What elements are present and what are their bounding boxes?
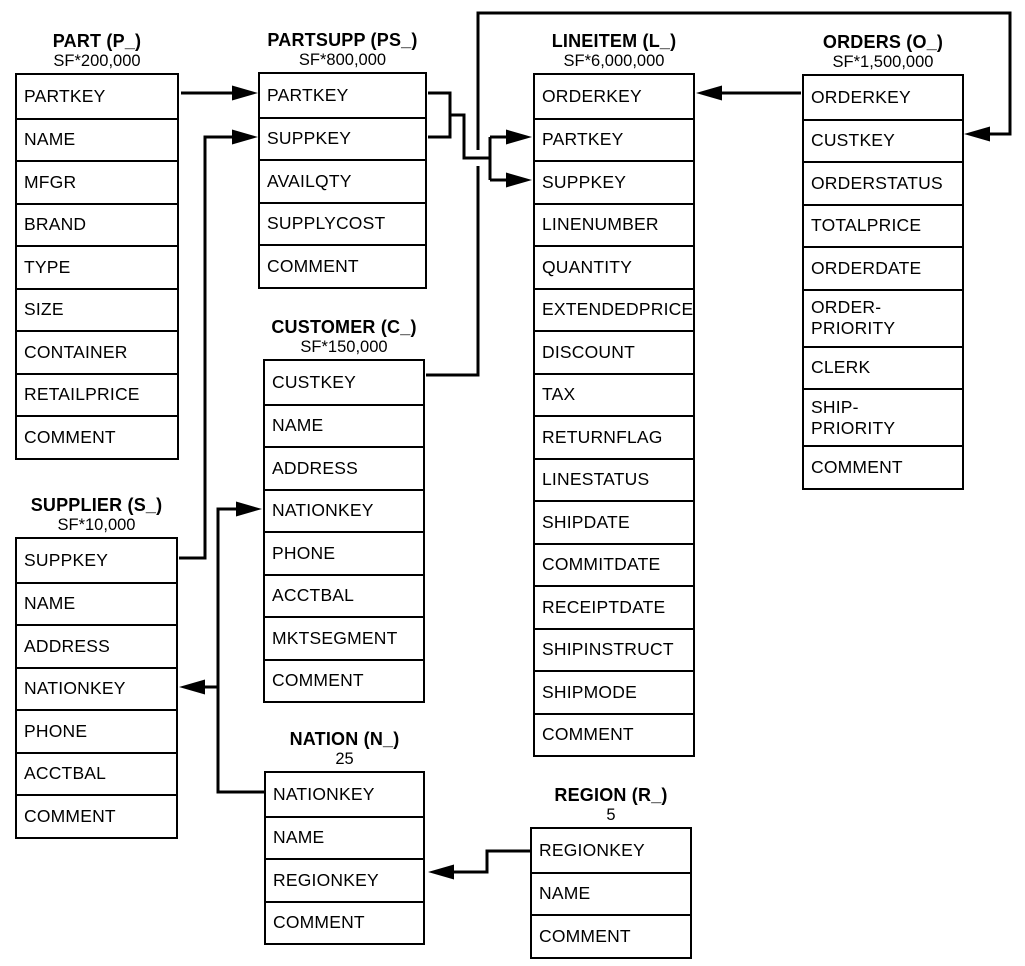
table-lineitem-name: LINEITEM (L_) [551,30,677,51]
field-lineitem-comment: COMMENT [535,712,693,755]
table-nation-cardinality: 25 [335,749,354,768]
field-part-container: CONTAINER [17,330,177,373]
table-region-cardinality: 5 [606,805,616,824]
field-orders-custkey: CUSTKEY [804,118,962,161]
field-lineitem-receiptdate: RECEIPTDATE [535,585,693,628]
field-lineitem-shipdate: SHIPDATE [535,500,693,543]
table-supplier-cardinality: SF*10,000 [57,515,136,534]
table-lineitem-cardinality: SF*6,000,000 [563,51,665,70]
field-part-name: NAME [17,117,177,160]
table-region-name: REGION (R_) [554,784,668,805]
field-orders-totalprice: TOTALPRICE [804,203,962,246]
field-lineitem-orderkey: ORDERKEY [535,75,693,118]
fk-nation-nationkey-to-customer-supplier-arrows [179,501,265,794]
fk-partsupp-to-lineitem-fork-arrows [428,91,532,188]
field-partsupp-suppkey: SUPPKEY [260,116,425,159]
field-customer-acctbal: ACCTBAL [265,573,423,616]
field-partsupp-comment: COMMENT [260,244,425,287]
field-orders-orderdate: ORDERDATE [804,246,962,289]
table-part-title: PART (P_) SF*200,000 [13,30,181,75]
field-customer-phone: PHONE [265,531,423,574]
field-lineitem-commitdate: COMMITDATE [535,542,693,585]
field-partsupp-availqty: AVAILQTY [260,159,425,202]
field-orders-orderkey: ORDERKEY [804,76,962,119]
table-customer-name: CUSTOMER (C_) [271,316,417,337]
field-customer-mktsegment: MKTSEGMENT [265,616,423,659]
field-supplier-name: NAME [17,581,176,624]
table-customer-cardinality: SF*150,000 [300,337,388,356]
table-lineitem-title: LINEITEM (L_) SF*6,000,000 [531,30,697,75]
field-lineitem-linenumber: LINENUMBER [535,202,693,245]
fk-region-regionkey-to-nation-arrow [428,849,531,880]
field-customer-comment: COMMENT [265,658,423,701]
field-part-type: TYPE [17,245,177,288]
field-part-brand: BRAND [17,202,177,245]
field-supplier-acctbal: ACCTBAL [17,751,176,794]
field-orders-clerk: CLERK [804,345,962,388]
table-nation-name: NATION (N_) [289,728,400,749]
field-nation-comment: COMMENT [266,900,423,943]
field-customer-custkey: CUSTKEY [265,361,423,404]
field-part-comment: COMMENT [17,415,177,458]
table-orders-title: ORDERS (O_) SF*1,500,000 [800,31,966,76]
table-partsupp-cardinality: SF*800,000 [298,50,387,69]
field-nation-regionkey: REGIONKEY [266,858,423,901]
field-lineitem-shipinstruct: SHIPINSTRUCT [535,627,693,670]
field-supplier-comment: COMMENT [17,794,176,837]
field-lineitem-suppkey: SUPPKEY [535,160,693,203]
field-supplier-phone: PHONE [17,709,176,752]
table-supplier-title: SUPPLIER (S_) SF*10,000 [13,494,180,539]
table-part-name: PART (P_) [52,30,142,51]
field-lineitem-partkey: PARTKEY [535,117,693,160]
table-part-cardinality: SF*200,000 [53,51,141,70]
field-customer-name: NAME [265,403,423,446]
field-nation-name: NAME [266,815,423,858]
table-orders-cardinality: SF*1,500,000 [832,52,934,71]
field-nation-nationkey: NATIONKEY [266,773,423,816]
fk-part-partkey-to-partsupp-arrow [181,85,258,101]
table-partsupp-name: PARTSUPP (PS_) [267,29,418,50]
table-orders-name: ORDERS (O_) [822,31,944,52]
field-supplier-nationkey: NATIONKEY [17,666,176,709]
field-lineitem-shipmode: SHIPMODE [535,670,693,713]
fk-supplier-suppkey-to-partsupp-arrow [179,129,258,560]
field-supplier-suppkey: SUPPKEY [17,539,176,582]
field-partsupp-partkey: PARTKEY [260,74,425,117]
field-lineitem-tax: TAX [535,372,693,415]
field-customer-address: ADDRESS [265,446,423,489]
field-orders-orderstatus: ORDERSTATUS [804,161,962,204]
table-nation-title: NATION (N_) 25 [262,728,427,773]
field-lineitem-linestatus: LINESTATUS [535,457,693,500]
field-partsupp-supplycost: SUPPLYCOST [260,201,425,244]
field-region-regionkey: REGIONKEY [532,829,690,872]
fk-orders-orderkey-to-lineitem-arrow [696,85,801,101]
field-lineitem-quantity: QUANTITY [535,245,693,288]
table-customer-title: CUSTOMER (C_) SF*150,000 [261,316,427,361]
field-lineitem-returnflag: RETURNFLAG [535,415,693,458]
field-supplier-address: ADDRESS [17,624,176,667]
field-region-comment: COMMENT [532,914,690,957]
field-part-retailprice: RETAILPRICE [17,372,177,415]
table-partsupp-title: PARTSUPP (PS_) SF*800,000 [256,29,429,74]
field-orders-comment: COMMENT [804,445,962,488]
field-region-name: NAME [532,871,690,914]
field-part-mfgr: MFGR [17,160,177,203]
table-region-title: REGION (R_) 5 [528,784,694,829]
table-supplier-name: SUPPLIER (S_) [30,494,163,515]
field-customer-nationkey: NATIONKEY [265,488,423,531]
field-lineitem-extendedprice: EXTENDEDPRICE [535,287,693,330]
field-part-size: SIZE [17,287,177,330]
field-part-partkey: PARTKEY [17,75,177,118]
field-orders-shippriority: SHIP- PRIORITY [804,388,962,445]
field-lineitem-discount: DISCOUNT [535,330,693,373]
field-orders-orderpriority: ORDER- PRIORITY [804,288,962,346]
